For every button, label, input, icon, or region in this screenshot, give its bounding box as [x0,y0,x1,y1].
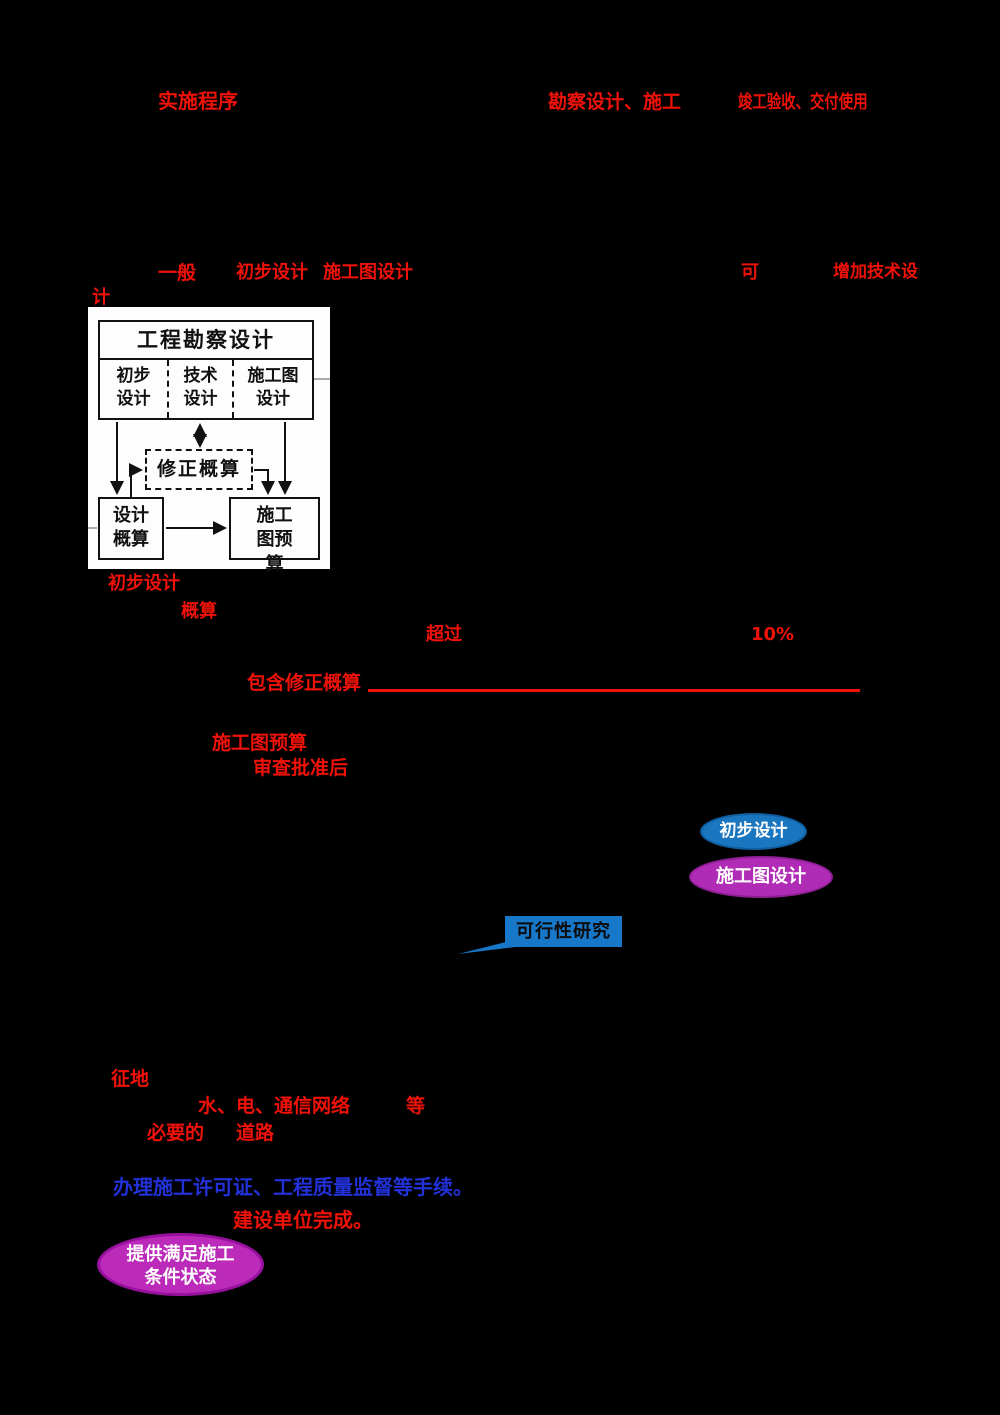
note-etc: 等 [406,1095,426,1117]
annotation-survey-design-construction: 勘察设计、施工 [548,91,682,113]
annotation-construction-drawing-design: 施工图设计 [323,262,413,283]
flowchart-construction-drawing-budget-box: 施工图预算 [229,497,320,575]
ready-state-line2: 条件状态 [144,1267,217,1289]
flowchart-revised-estimate-box: 修正概算 [145,449,253,490]
annotation-implementation-procedure: 实施程序 [158,89,238,113]
flowchart-stage-technical-design: 技术设计 [169,360,234,418]
flowchart-title: 工程勘察设计 [98,320,314,360]
note-permit-procedures: 办理施工许可证、工程质量监督等手续。 [113,1175,473,1199]
note-land-acquisition: 征地 [111,1068,150,1090]
note-exceed: 超过 [426,624,462,645]
flowchart-stage-preliminary-design: 初步设计 [100,360,169,418]
note-ten-percent: 10% [751,624,795,645]
note-necessary: 必要的 [147,1122,205,1144]
construction-drawing-design-ellipse: 施工图设计 [689,856,833,898]
red-underline [368,689,860,692]
ready-state-line1: 提供满足施工 [126,1244,235,1265]
annotation-generally: 一般 [158,262,197,284]
note-utilities: 水、电、通信网络 [198,1095,351,1117]
annotation-design-wrap-char: 计 [92,287,110,308]
feasibility-study-callout: 可行性研究 [505,916,622,947]
note-estimate: 概算 [181,601,217,622]
feasibility-callout-tail [458,941,540,954]
note-contains-revised-estimate: 包含修正概算 [247,672,362,694]
flowchart-stage-construction-drawing-design: 施工图设计 [247,366,299,409]
annotation-may: 可 [741,262,759,283]
preliminary-design-ellipse: 初步设计 [700,813,807,850]
ready-state-ellipse: 提供满足施工 条件状态 [97,1233,264,1296]
annotation-preliminary-design: 初步设计 [236,262,308,283]
note-after-review-approval: 审查批准后 [253,757,349,779]
flowchart-arrows [88,378,330,535]
design-flowchart-panel: 工程勘察设计 初步设计 技术设计 施工图设计 修正概算 设计概算 施工图预算 [88,307,330,575]
flowchart-stage-row: 初步设计 技术设计 施工图设计 [98,360,314,420]
annotation-add-technical-design: 增加技术设 [833,262,918,282]
annotation-completion-acceptance: 竣工验收、交付使用 [738,92,868,113]
note-preliminary-design: 初步设计 [108,573,180,594]
note-by-construction-unit: 建设单位完成。 [233,1208,373,1232]
note-roads: 道路 [236,1122,275,1144]
flowchart-design-estimate-box: 设计概算 [98,497,164,560]
note-construction-drawing-budget: 施工图预算 [212,732,308,754]
